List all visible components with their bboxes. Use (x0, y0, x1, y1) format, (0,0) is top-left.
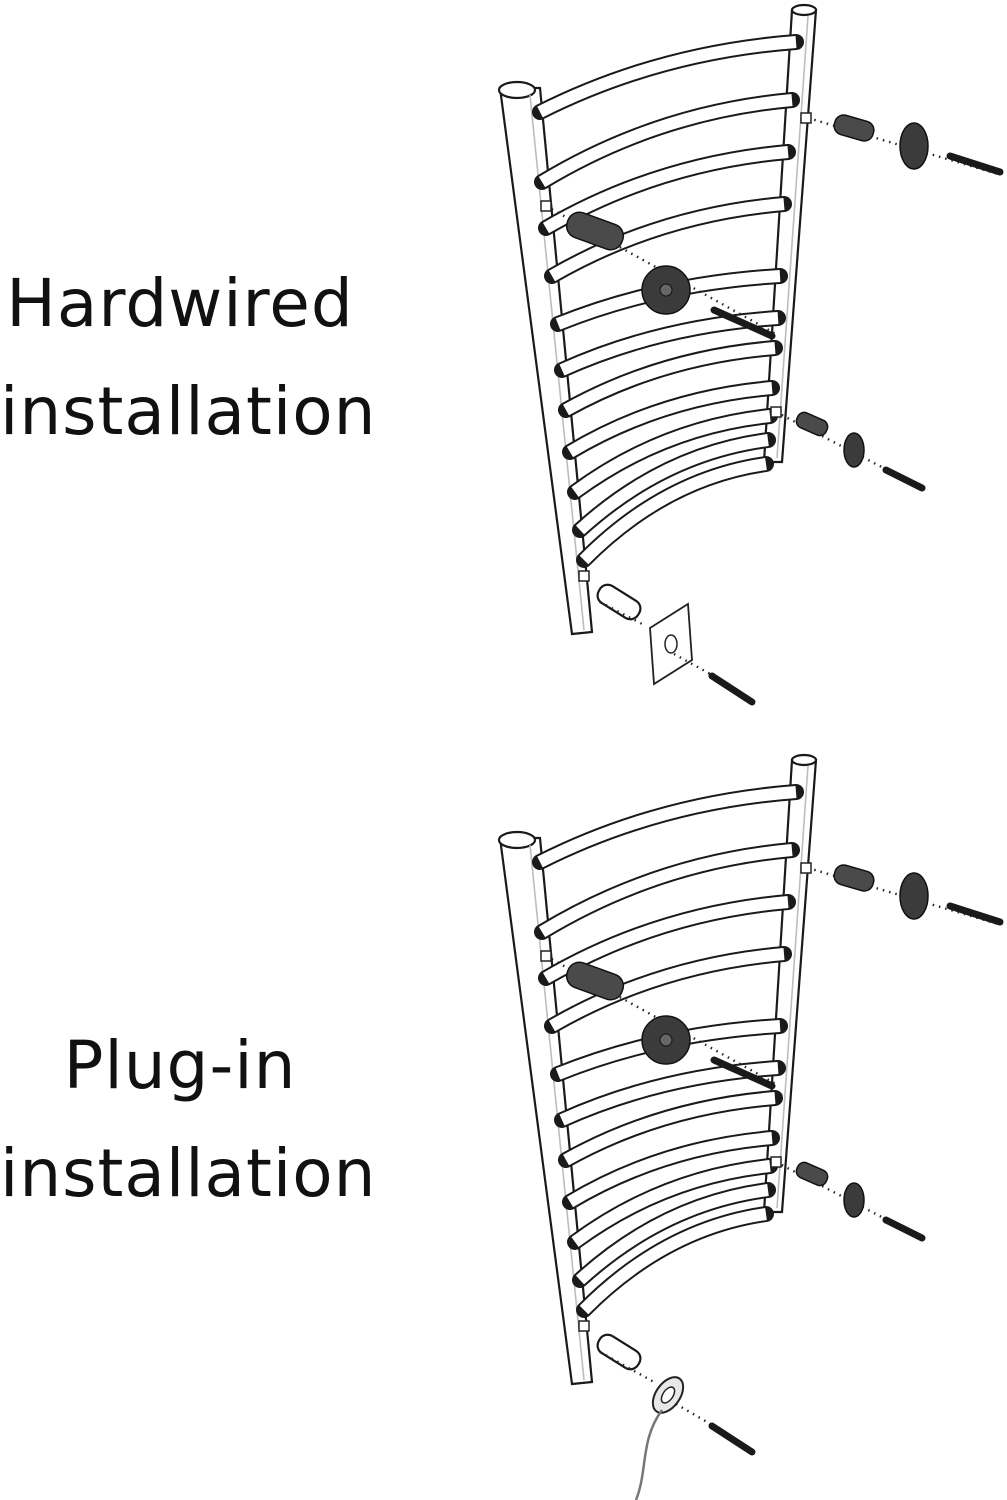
rung (575, 434, 769, 535)
junction-box-plate (599, 600, 756, 706)
plugin-label-line2: installation (0, 1135, 377, 1212)
plugin-label-line1: Plug-in (63, 1027, 297, 1104)
cord-grommet (599, 1350, 756, 1500)
hardwired-panel: Hardwired installation (0, 3, 1004, 706)
rung (538, 844, 793, 938)
hardwired-label: Hardwired installation (0, 250, 377, 466)
left-middle-screw (710, 306, 776, 340)
bracket-nut (770, 1156, 782, 1168)
bracket-nut (578, 1320, 590, 1332)
rung (563, 1092, 776, 1166)
rung (571, 1160, 771, 1247)
right-upright-shade (776, 15, 809, 459)
towel-rack (497, 3, 818, 636)
rung (579, 1208, 767, 1315)
rung (538, 94, 793, 188)
rung (537, 36, 797, 118)
lower-right-anchor (843, 432, 865, 468)
upper-right-spacer (833, 864, 875, 892)
right-upright-shade (776, 765, 809, 1209)
upper-right-anchor (899, 872, 929, 920)
bracket-nut (578, 570, 590, 582)
hardwired-rack-diagram (497, 3, 1004, 706)
lower-right-screw (882, 466, 926, 492)
lower-right-anchor (843, 1182, 865, 1218)
rung (537, 786, 797, 868)
upper-right-screw (946, 902, 1004, 926)
left-middle-spacer (565, 961, 625, 1001)
lower-right-screw (882, 1216, 926, 1242)
rung (559, 1062, 779, 1126)
right-upright-cap (790, 753, 818, 767)
left-middle-anchor-hole (659, 1033, 673, 1047)
left-upright-cap (497, 830, 537, 850)
rung (566, 382, 773, 458)
plugin-rack-diagram (497, 753, 1004, 1500)
rung (559, 312, 779, 376)
right-upright-cap (790, 3, 818, 17)
power-cord (634, 1409, 664, 1500)
left-upright-cap (497, 80, 537, 100)
rung (566, 1132, 773, 1208)
plugin-mounting-hardware (540, 862, 1004, 1371)
bracket-nut (540, 200, 552, 212)
bottom-spacer (596, 1333, 642, 1371)
upper-right-spacer (833, 114, 875, 142)
towel-rack (497, 753, 818, 1386)
rung (571, 410, 771, 497)
rung (575, 1184, 769, 1285)
left-middle-anchor-hole (659, 283, 673, 297)
bracket-nut (540, 950, 552, 962)
plugin-panel: Plug-in installation (0, 750, 1007, 1500)
hardwired-label-line2: installation (0, 373, 377, 450)
rung (549, 198, 785, 282)
rung (563, 342, 776, 416)
left-middle-spacer (565, 211, 625, 251)
bracket-nut (770, 406, 782, 418)
hardwired-mounting-hardware (540, 112, 1004, 621)
upper-right-screw (946, 152, 1004, 176)
bracket-nut (800, 112, 812, 124)
hardwired-label-line1: Hardwired (6, 265, 354, 342)
bottom-spacer (596, 583, 642, 621)
plugin-label: Plug-in installation (0, 1012, 377, 1228)
rung (579, 458, 767, 565)
rung (549, 948, 785, 1032)
lower-right-spacer (795, 1161, 829, 1187)
bracket-nut (800, 862, 812, 874)
lower-right-spacer (795, 411, 829, 437)
upper-right-anchor (899, 122, 929, 170)
left-middle-screw (710, 1056, 776, 1090)
